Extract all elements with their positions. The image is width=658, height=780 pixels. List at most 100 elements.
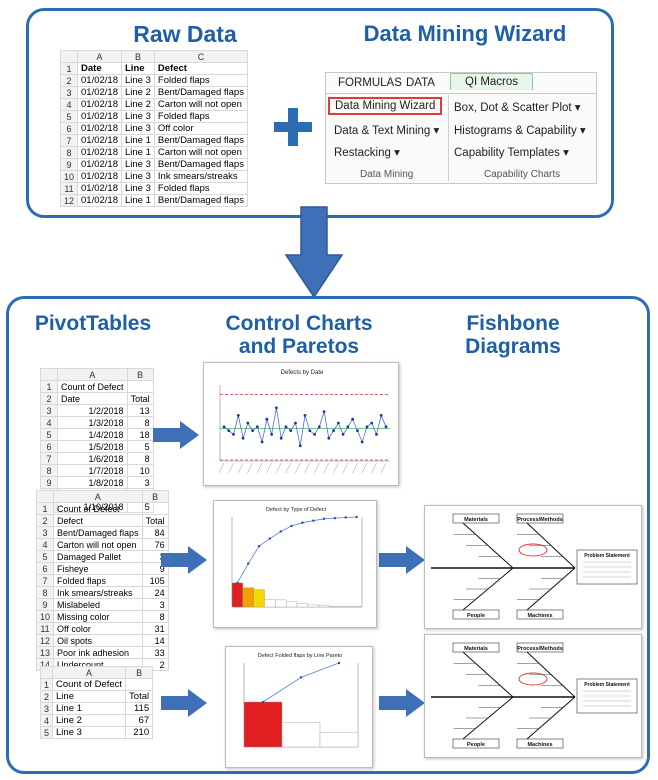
cumulative-point: [301, 521, 304, 524]
category-box: [516, 738, 564, 749]
value-cell: [126, 380, 154, 393]
x-tick-label: [333, 462, 339, 474]
date-cell: 01/02/18: [77, 122, 122, 135]
header-cell: Line: [121, 62, 155, 75]
row-number: 9: [35, 598, 55, 611]
fishbone-title: Fishbone Diagrams: [465, 312, 561, 359]
data-mining-wizard-button[interactable]: Data Mining Wizard: [328, 97, 443, 115]
category-box: [452, 609, 500, 620]
label-cell: 1/4/2018: [57, 428, 128, 441]
value-cell: 5: [126, 440, 154, 453]
label-cell: 1/7/2018: [57, 464, 128, 477]
value-cell: 105: [141, 574, 169, 587]
row-number: 1: [59, 62, 79, 75]
line-cell: Line 3: [121, 110, 155, 123]
capability-templates-button[interactable]: Capability Templates ▾: [454, 147, 569, 159]
label-cell: 1/2/2018: [57, 404, 128, 417]
data-point: [246, 421, 250, 425]
data-point: [365, 425, 369, 429]
data-point: [370, 421, 374, 425]
plus-icon: [274, 108, 312, 146]
value-cell: 13: [126, 404, 154, 417]
data-point: [227, 429, 231, 432]
data-point: [308, 429, 312, 432]
highlight-circle: [518, 543, 548, 557]
defect-cell: Carton will not open: [153, 98, 248, 111]
data-point: [332, 429, 335, 432]
data-point: [298, 444, 302, 448]
label-cell: Line 2: [52, 714, 127, 727]
column-header: C: [153, 50, 248, 63]
column-header: B: [141, 490, 169, 503]
category-box: [516, 513, 564, 524]
control-chart-thumbnail: Defects by Date: [203, 362, 399, 486]
defect-cell: Bent/Damaged flaps: [153, 194, 248, 207]
defect-cell: Off color: [153, 122, 248, 135]
defect-cell: Bent/Damaged flaps: [153, 158, 248, 171]
box-dot-scatter-button[interactable]: Box, Dot & Scatter Plot ▾: [454, 102, 581, 114]
column-header: A: [53, 490, 143, 503]
date-cell: 01/02/18: [77, 158, 122, 171]
cumulative-point: [312, 519, 315, 522]
group-label-data-mining: Data Mining: [360, 169, 414, 180]
value-cell: 3: [126, 476, 154, 489]
label-cell: Line: [52, 690, 127, 703]
column-header: B: [126, 368, 154, 381]
value-cell: 18: [126, 428, 154, 441]
value-cell: 10: [126, 464, 154, 477]
cumulative-point: [333, 516, 337, 520]
x-tick-label: [256, 462, 263, 474]
problem-title: Problem Statement: [584, 682, 630, 688]
pareto-bar: [231, 582, 244, 608]
tab-data[interactable]: DATA: [406, 77, 435, 89]
tab-qi-macros[interactable]: QI Macros: [450, 73, 534, 90]
data-point: [384, 425, 388, 429]
data-text-mining-button[interactable]: Data & Text Mining ▾: [334, 125, 440, 137]
column-header: B: [125, 666, 154, 679]
category-label: Materials: [464, 517, 488, 523]
row-number: 9: [39, 476, 59, 489]
x-tick-label: [266, 462, 272, 474]
date-cell: 01/02/18: [77, 146, 122, 159]
row-number: 12: [59, 194, 79, 207]
row-number: 1: [39, 678, 54, 691]
pareto-bar: [296, 603, 309, 608]
right-arrow-icon: [161, 546, 207, 574]
value-cell: 31: [141, 622, 169, 635]
corner-cell: [39, 666, 54, 679]
data-point: [275, 406, 278, 410]
row-number: 5: [39, 726, 54, 739]
row-number: 7: [39, 452, 59, 465]
defect-cell: Bent/Damaged flaps: [153, 134, 248, 147]
value-cell: 115: [125, 702, 154, 715]
tab-formulas[interactable]: FORMULAS: [338, 77, 402, 89]
highlight-circle: [518, 672, 548, 686]
date-cell: 01/02/18: [77, 110, 122, 123]
cumulative-point: [247, 562, 250, 565]
line-cell: Line 1: [121, 146, 155, 159]
date-cell: 01/02/18: [77, 194, 122, 207]
histograms-capability-button[interactable]: Histograms & Capability ▾: [454, 125, 586, 137]
restacking-button[interactable]: Restacking ▾: [334, 147, 400, 159]
line-cell: Line 1: [121, 134, 155, 147]
data-point: [303, 414, 307, 417]
pareto-line-thumbnail: Defect Folded flaps by Line Pareto: [225, 646, 373, 768]
row-number: 10: [35, 610, 55, 623]
row-number: 12: [35, 634, 55, 647]
cumulative-line: [237, 516, 357, 584]
